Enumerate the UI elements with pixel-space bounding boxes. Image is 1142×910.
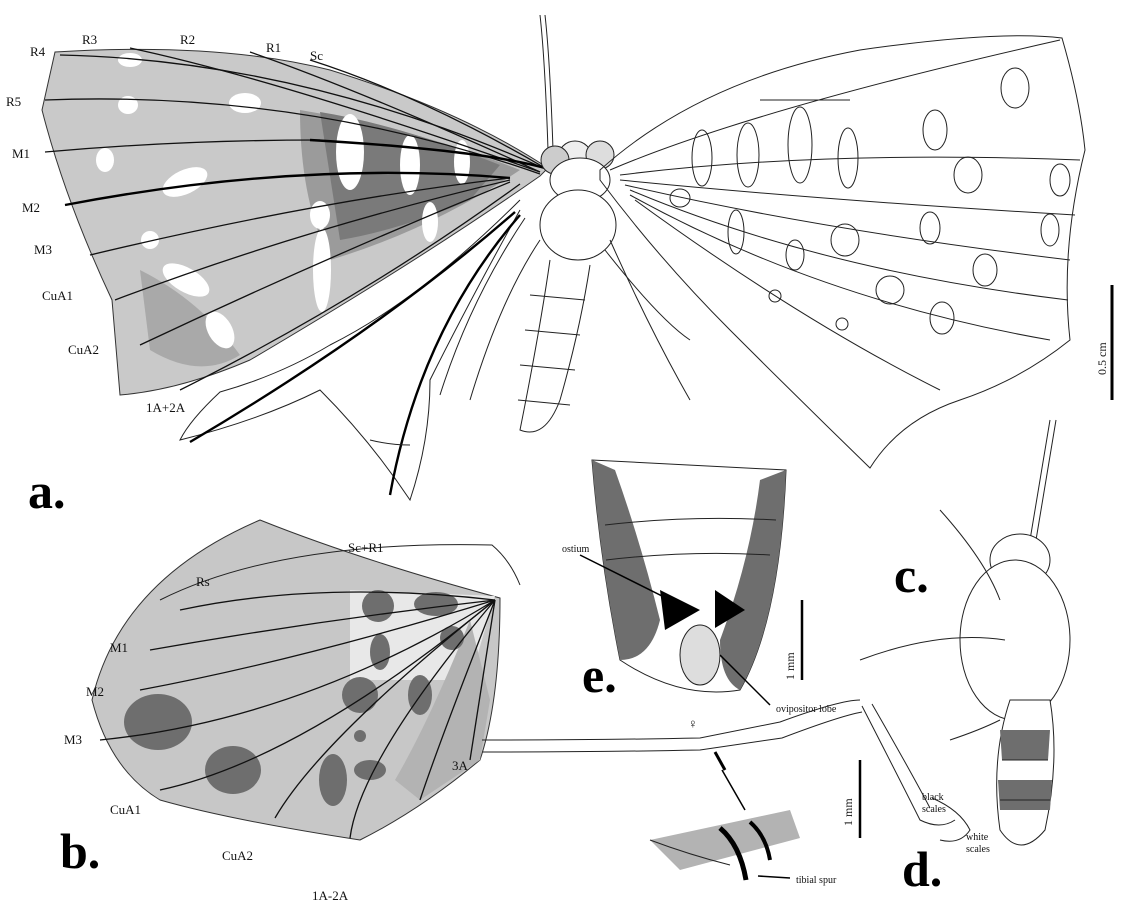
panel-label-c: c. — [894, 547, 929, 603]
panel-label-b: b. — [60, 823, 100, 879]
label-m3: M3 — [34, 242, 52, 257]
panel-label-e: e. — [582, 647, 617, 703]
ventral-specimen — [860, 420, 1070, 845]
label-r3: R3 — [82, 32, 97, 47]
label-rs: Rs — [196, 574, 210, 589]
label-m2: M2 — [22, 200, 40, 215]
hindwing-detail — [92, 520, 520, 840]
panel-label-d: d. — [902, 841, 942, 897]
label-hw-3a: 3A — [452, 758, 469, 773]
scale-bar-a-label: 0.5 cm — [1095, 342, 1109, 375]
leg-detail — [482, 700, 970, 880]
label-cua1: CuA1 — [42, 288, 73, 303]
female-symbol: ♀ — [688, 716, 698, 731]
label-hw-cua1: CuA1 — [110, 802, 141, 817]
label-hw-m2: M2 — [86, 684, 104, 699]
scale-bar-e-label: 1 mm — [783, 652, 797, 680]
label-ostium: ostium — [562, 544, 589, 555]
label-r2: R2 — [180, 32, 195, 47]
label-r4: R4 — [30, 44, 46, 59]
scale-bar-a: 0.5 cm — [1095, 285, 1112, 400]
label-r5: R5 — [6, 94, 21, 109]
label-hw-m1: M1 — [110, 640, 128, 655]
label-cua2: CuA2 — [68, 342, 99, 357]
label-m1: M1 — [12, 146, 30, 161]
label-1a2a: 1A+2A — [146, 400, 186, 415]
label-hw-1a2a: 1A-2A — [312, 888, 349, 903]
label-sc-r1: Sc+R1 — [348, 540, 384, 555]
right-forewing — [600, 36, 1085, 468]
scale-bar-d-label: 1 mm — [841, 798, 855, 826]
label-tibial-spur: tibial spur — [796, 875, 837, 886]
panel-label-a: a. — [28, 463, 66, 519]
label-sc: Sc — [310, 48, 323, 63]
label-hw-cua2: CuA2 — [222, 848, 253, 863]
left-forewing — [42, 48, 548, 395]
label-r1: R1 — [266, 40, 281, 55]
label-hw-m3: M3 — [64, 732, 82, 747]
